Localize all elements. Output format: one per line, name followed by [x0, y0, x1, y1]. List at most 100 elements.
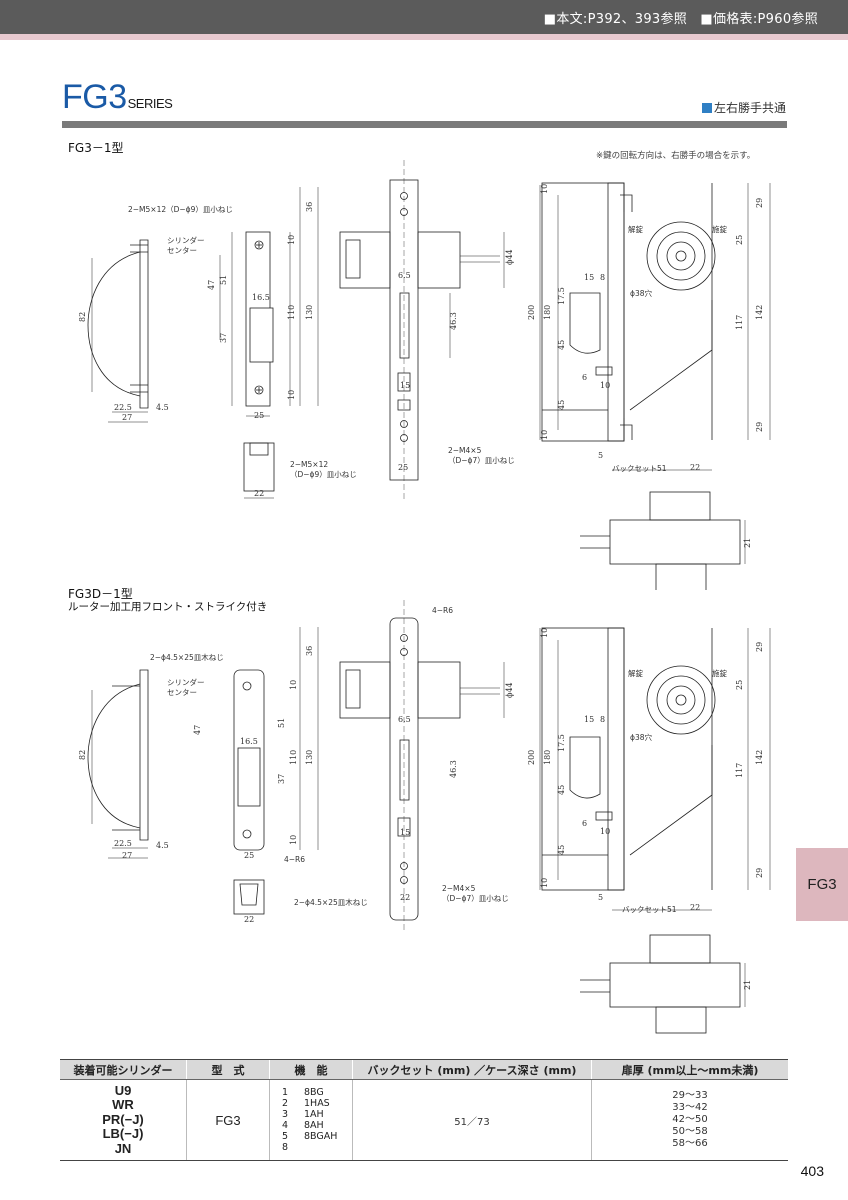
model-cell: FG3	[186, 1079, 270, 1161]
svg-text:10: 10	[540, 184, 549, 194]
svg-text:10: 10	[287, 390, 296, 400]
top-header-bar: ■本文:P392、393参照 ■価格表:P960参照	[0, 0, 848, 34]
svg-text:10: 10	[540, 878, 549, 888]
svg-text:36: 36	[305, 202, 314, 212]
svg-text:25: 25	[244, 851, 254, 860]
svg-text:6.5: 6.5	[398, 271, 411, 280]
svg-text:（D−ϕ7）皿小ねじ: （D−ϕ7）皿小ねじ	[442, 894, 509, 903]
svg-text:15: 15	[584, 715, 594, 724]
svg-text:15: 15	[400, 828, 410, 837]
svg-text:10: 10	[540, 430, 549, 440]
model-sublabel-2: ルーター加工用フロント・ストライク付き	[68, 601, 268, 613]
header-cylinder: 装着可能シリンダー	[60, 1059, 187, 1080]
svg-text:（D−ϕ7）皿小ねじ: （D−ϕ7）皿小ねじ	[448, 456, 515, 465]
svg-text:4.5: 4.5	[156, 403, 169, 412]
svg-text:バックセット51: バックセット51	[622, 905, 677, 914]
handed-note: 左右勝手共通	[701, 99, 786, 116]
svg-text:200: 200	[527, 305, 536, 320]
svg-text:8: 8	[600, 715, 605, 724]
svg-text:4−R6: 4−R6	[284, 855, 305, 864]
svg-text:施錠: 施錠	[712, 224, 727, 234]
svg-text:ϕ38穴: ϕ38穴	[630, 288, 652, 298]
svg-text:10: 10	[600, 381, 610, 390]
svg-text:45: 45	[557, 400, 566, 410]
svg-text:5: 5	[598, 451, 603, 460]
svg-text:22.5: 22.5	[114, 403, 132, 412]
model-label-2: FG3D－1型	[68, 587, 133, 601]
svg-text:22.5: 22.5	[114, 839, 132, 848]
svg-text:16.5: 16.5	[252, 293, 270, 302]
svg-text:82: 82	[78, 312, 87, 322]
svg-text:27: 27	[122, 851, 132, 860]
thickness-list: 29～33 33～42 42～50 50～58 58～66	[591, 1079, 788, 1161]
svg-text:15: 15	[400, 381, 410, 390]
svg-text:17.5: 17.5	[557, 287, 566, 305]
svg-text:47: 47	[193, 725, 202, 735]
svg-text:142: 142	[755, 305, 764, 320]
svg-text:200: 200	[527, 750, 536, 765]
rotation-note: ※鍵の回転方向は、右勝手の場合を示す。	[596, 151, 756, 161]
header-function: 機 能	[269, 1059, 353, 1080]
svg-text:解錠: 解錠	[628, 224, 643, 234]
svg-text:29: 29	[755, 642, 764, 652]
svg-text:51: 51	[277, 718, 286, 728]
svg-text:2−M5×12（D−ϕ9）皿小ねじ: 2−M5×12（D−ϕ9）皿小ねじ	[128, 205, 233, 214]
svg-text:46.3: 46.3	[449, 760, 458, 778]
svg-text:130: 130	[305, 750, 314, 765]
svg-text:4−R6: 4−R6	[432, 606, 453, 615]
svg-text:6.5: 6.5	[398, 715, 411, 724]
backset-cell: 51／73	[352, 1079, 592, 1161]
svg-text:10: 10	[540, 628, 549, 638]
svg-text:22: 22	[244, 915, 254, 924]
title-rule	[62, 121, 787, 128]
svg-text:22: 22	[254, 489, 264, 498]
svg-text:2−M5×12: 2−M5×12	[290, 460, 328, 469]
svg-text:25: 25	[398, 463, 408, 472]
svg-text:37: 37	[219, 333, 228, 343]
series-title: FG3SERIES	[62, 78, 173, 117]
svg-text:117: 117	[735, 763, 744, 778]
spec-table: 装着可能シリンダー 型 式 機 能 バックセット (mm) ／ケース深さ (mm…	[60, 1059, 788, 1161]
svg-text:2−ϕ4.5×25皿木ねじ: 2−ϕ4.5×25皿木ねじ	[150, 652, 224, 662]
svg-text:45: 45	[557, 785, 566, 795]
svg-text:2−ϕ4.5×25皿木ねじ: 2−ϕ4.5×25皿木ねじ	[294, 897, 368, 907]
svg-text:シリンダー: シリンダー	[167, 677, 205, 687]
svg-text:10: 10	[289, 680, 298, 690]
svg-text:ϕ44: ϕ44	[505, 682, 514, 698]
cylinder-list: U9 WR PR(−J) LB(−J) JN	[60, 1079, 187, 1161]
svg-text:25: 25	[735, 235, 744, 245]
svg-text:センター: センター	[167, 246, 197, 255]
svg-text:47: 47	[207, 280, 216, 290]
model-label-1: FG3－1型	[68, 141, 124, 155]
svg-text:29: 29	[755, 198, 764, 208]
svg-text:110: 110	[287, 305, 296, 320]
svg-text:25: 25	[254, 411, 264, 420]
svg-text:22: 22	[690, 903, 700, 912]
svg-text:5: 5	[598, 893, 603, 902]
svg-text:8: 8	[600, 273, 605, 282]
svg-text:4.5: 4.5	[156, 841, 169, 850]
svg-text:解錠: 解錠	[628, 668, 643, 678]
svg-text:10: 10	[289, 835, 298, 845]
svg-text:36: 36	[305, 646, 314, 656]
svg-text:29: 29	[755, 422, 764, 432]
svg-text:21: 21	[743, 980, 752, 990]
svg-text:117: 117	[735, 315, 744, 330]
svg-text:ϕ38穴: ϕ38穴	[630, 732, 652, 742]
svg-text:25: 25	[735, 680, 744, 690]
svg-text:22: 22	[400, 893, 410, 902]
page-number: 403	[800, 1163, 824, 1179]
svg-text:16.5: 16.5	[240, 737, 258, 746]
svg-text:2−M4×5: 2−M4×5	[448, 446, 482, 455]
series-name: FG3	[62, 78, 127, 116]
svg-text:6: 6	[582, 819, 587, 828]
svg-text:センター: センター	[167, 688, 197, 697]
header-model: 型 式	[186, 1059, 270, 1080]
blue-square-icon	[701, 103, 712, 113]
svg-text:22: 22	[690, 463, 700, 472]
svg-text:51: 51	[219, 275, 228, 285]
svg-text:6: 6	[582, 373, 587, 382]
